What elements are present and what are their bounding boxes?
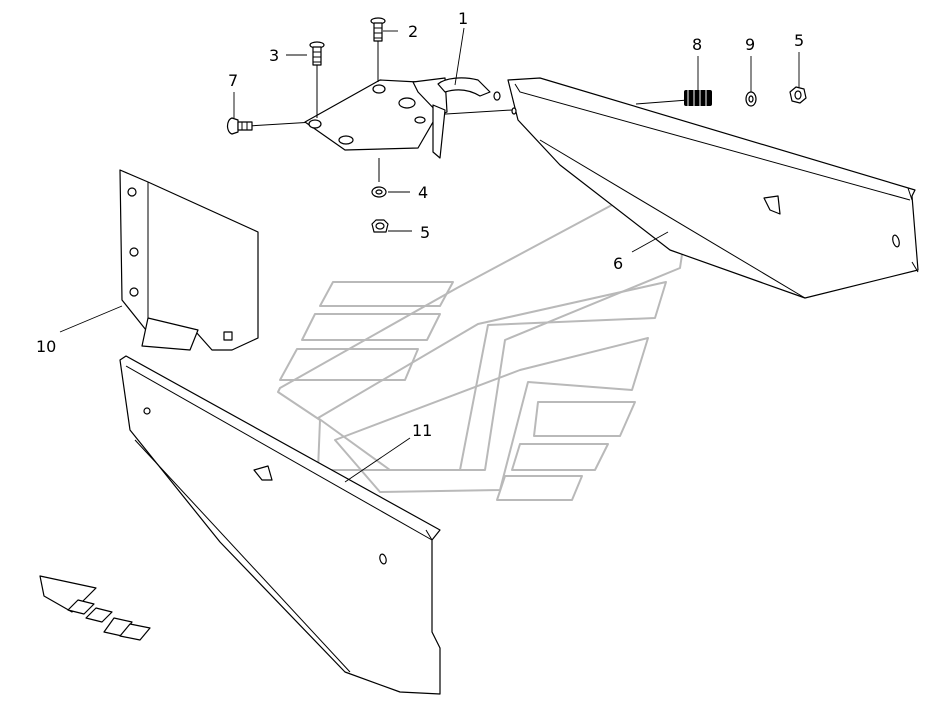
part-5-nut-lower xyxy=(371,219,389,233)
part-7-bolt xyxy=(226,117,253,135)
part-6-side-deflector xyxy=(507,77,919,299)
callout-5-upper: 5 xyxy=(794,31,804,50)
part-4-washer xyxy=(371,158,387,198)
callout-8: 8 xyxy=(692,35,702,54)
callout-11: 11 xyxy=(412,421,432,440)
part-5-nut-upper xyxy=(789,86,807,104)
callout-6: 6 xyxy=(613,254,623,273)
callout-1: 1 xyxy=(458,9,468,28)
direction-arrow-icon xyxy=(39,575,151,641)
callout-4: 4 xyxy=(418,183,428,202)
part-1-bracket xyxy=(304,77,517,159)
callout-labels: 1 2 3 4 5 6 7 8 9 5 10 11 xyxy=(36,9,804,440)
leader-lines xyxy=(59,27,800,483)
callout-3: 3 xyxy=(269,46,279,65)
part-11-lower-deflector xyxy=(119,355,441,695)
part-3-screw xyxy=(309,41,325,118)
callout-5-lower: 5 xyxy=(420,223,430,242)
callout-2: 2 xyxy=(408,22,418,41)
part-9-washer xyxy=(745,91,757,107)
callout-10: 10 xyxy=(36,337,56,356)
part-8-spring xyxy=(684,90,712,106)
callout-7: 7 xyxy=(228,71,238,90)
part-10-plate xyxy=(119,169,259,351)
callout-9: 9 xyxy=(745,35,755,54)
part-2-screw xyxy=(370,17,386,82)
